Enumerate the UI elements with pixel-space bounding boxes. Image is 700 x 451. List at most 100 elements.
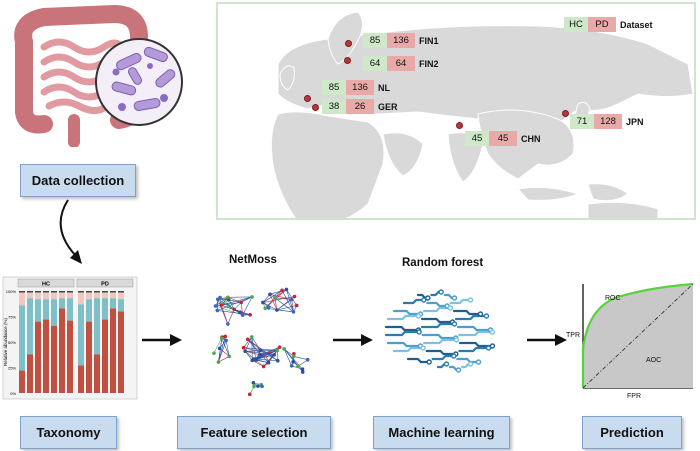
bar-segment [78, 291, 84, 305]
circuit-trace [384, 325, 419, 332]
bar-segment [43, 291, 49, 300]
circuit-node [455, 367, 462, 373]
network-edge [251, 336, 261, 351]
circuit-trace [458, 330, 493, 337]
circuit-trace [458, 346, 489, 353]
bar-segment [94, 291, 100, 299]
bar-segment [51, 299, 57, 326]
network-node [266, 360, 271, 365]
bar-segment [67, 291, 73, 299]
bar-segment [19, 305, 25, 371]
legend-hc: HC [564, 17, 588, 32]
network-node [224, 338, 228, 343]
bar-segment [118, 291, 124, 293]
network-edge [274, 297, 294, 313]
network-node [284, 287, 289, 292]
aoc-area-label: AOC [646, 357, 662, 364]
network-edge [221, 338, 230, 357]
network-node [219, 303, 224, 307]
network-edge [218, 340, 227, 363]
network-node [291, 360, 295, 364]
network-edge [262, 296, 295, 303]
network-node [226, 322, 230, 326]
arrow-right-icon [142, 334, 182, 346]
bar-segment [102, 298, 108, 320]
network-node [268, 292, 272, 297]
arrow-right-icon [527, 334, 567, 346]
bar-segment [67, 320, 73, 393]
network-edge [262, 290, 283, 303]
network-edge [227, 309, 235, 325]
network-node [216, 360, 221, 364]
circuit-node [447, 305, 454, 311]
network-node [300, 367, 305, 372]
bar-segment [59, 308, 65, 393]
bar-segment [94, 298, 100, 355]
bar-segment [86, 291, 92, 293]
network-node [289, 297, 294, 302]
network-edge [276, 309, 294, 313]
bar-segment [35, 321, 41, 393]
roc-curve-label: ROC [605, 295, 621, 302]
network-edge [227, 297, 242, 303]
cohort-hc-count: 45 [465, 131, 489, 146]
network-edge [283, 348, 294, 357]
circuit-trace [384, 330, 419, 337]
cohort-name: NL [378, 82, 390, 93]
circuit-node [489, 329, 496, 335]
network-node [243, 349, 247, 353]
network-node [289, 364, 294, 368]
network-edge [255, 353, 266, 361]
network-edge [217, 299, 229, 325]
world-map-panel: HC PD Dataset 85 136 FIN1 64 64 FIN2 85 … [216, 2, 696, 220]
circuit-node [425, 295, 431, 301]
bar-segment [35, 291, 41, 293]
circuit-trace [431, 354, 454, 361]
circuit-trace [458, 341, 493, 348]
network-node [275, 358, 280, 363]
circuit-trace [406, 357, 429, 364]
bar-segment [102, 291, 108, 293]
group-label: HC [42, 282, 50, 288]
network-node [275, 348, 280, 353]
group-header [17, 278, 75, 288]
network-node [232, 307, 237, 312]
network-node [215, 308, 220, 313]
y-axis-label: Relative abundance (%) [3, 317, 8, 366]
network-node [291, 310, 296, 314]
circuit-node [451, 321, 458, 327]
network-edge [228, 299, 242, 303]
network-edge [217, 296, 253, 311]
circuit-node [453, 337, 460, 343]
network-edge [242, 296, 253, 316]
circuit-node [485, 345, 492, 351]
circuit-node [438, 289, 444, 295]
network-node [227, 354, 232, 359]
network-node [280, 288, 284, 293]
network-node [219, 336, 224, 341]
bar-segment [43, 319, 49, 393]
circuit-node [416, 329, 422, 335]
circuit-node [475, 359, 482, 365]
network-edge [291, 299, 294, 312]
network-illustration [195, 273, 323, 401]
network-edge [255, 350, 278, 361]
network-edge [262, 302, 278, 311]
network-edge [225, 340, 230, 357]
circuit-node [415, 313, 422, 319]
circuit-trace [386, 341, 421, 348]
cohort-name: JPN [626, 116, 644, 127]
cohort-hc-count: 38 [322, 99, 346, 114]
network-node [215, 297, 220, 302]
network-node [305, 357, 310, 362]
network-node [260, 384, 264, 389]
bar-segment [94, 354, 100, 393]
circuit-trace [416, 293, 428, 300]
tpr-axis-label: TPR [566, 332, 580, 339]
bar-segment [59, 298, 65, 309]
circuit-trace [422, 306, 451, 313]
circuit-node [489, 343, 496, 349]
cohort-nl: 85 136 NL [322, 80, 390, 95]
bar-segment [86, 321, 92, 393]
network-node [252, 384, 256, 389]
